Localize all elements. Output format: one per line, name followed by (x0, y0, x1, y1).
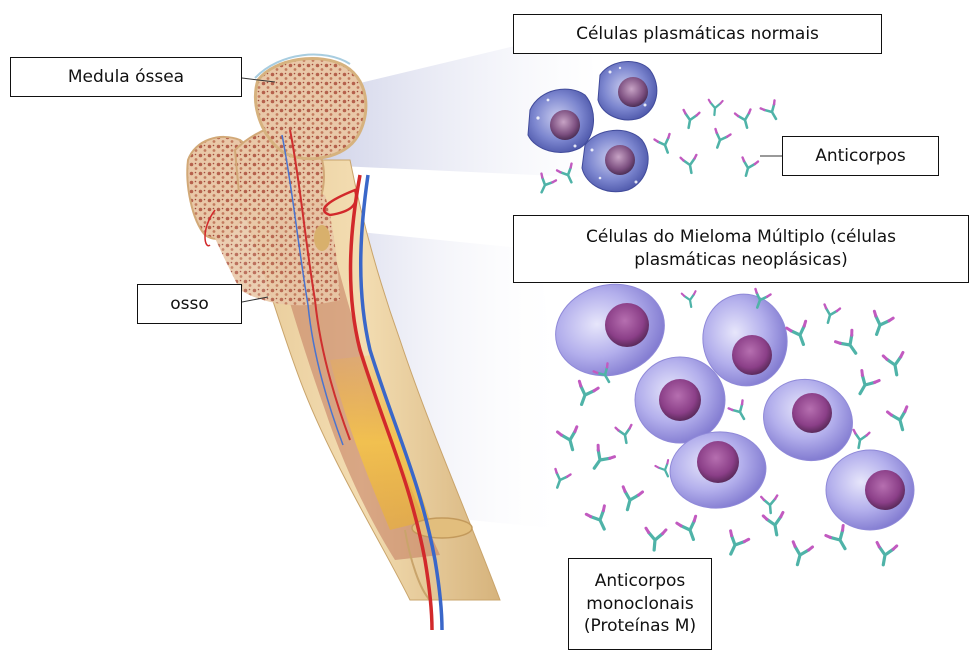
bone-marrow-label: Medula óssea (10, 57, 242, 97)
plasma-cell-icon (545, 272, 914, 530)
bone-marrow-text: Medula óssea (68, 66, 184, 89)
bone-label: osso (137, 284, 242, 324)
myeloma-cells-label: Células do Mieloma Múltiplo (células pla… (513, 215, 969, 283)
normal-plasma-cells-text: Células plasmáticas normais (576, 23, 819, 46)
antibodies-text: Anticorpos (815, 145, 906, 168)
myeloma-cells-text-line2: plasmáticas neoplásicas) (586, 249, 896, 272)
normal-plasma-cells-label: Células plasmáticas normais (513, 14, 882, 54)
monoclonal-text-line2: monoclonais (584, 593, 696, 616)
bone-text: osso (170, 293, 209, 316)
antibodies-label: Anticorpos (782, 136, 939, 176)
myeloma-cells-text-line1: Células do Mieloma Múltiplo (células (586, 226, 896, 249)
monoclonal-antibodies-label: Anticorpos monoclonais (Proteínas M) (568, 558, 712, 650)
monoclonal-text-line3: (Proteínas M) (584, 615, 696, 638)
monoclonal-text-line1: Anticorpos (584, 570, 696, 593)
